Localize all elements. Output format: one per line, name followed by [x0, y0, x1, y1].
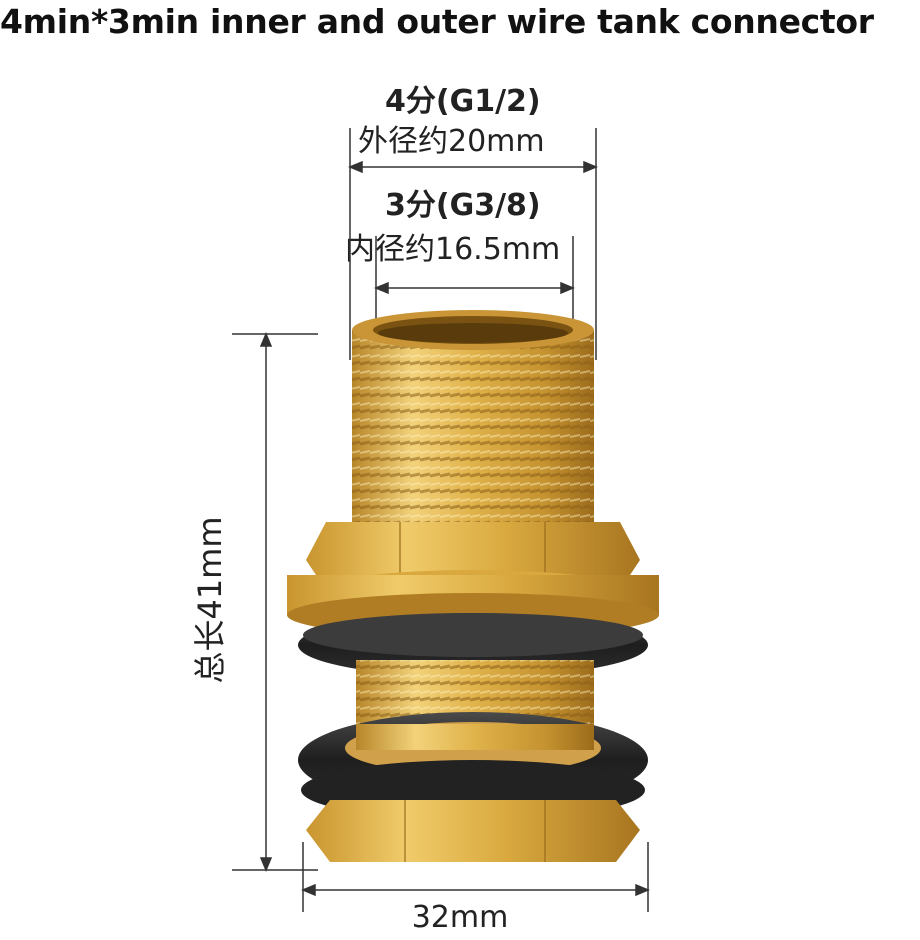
- length-dimension: [232, 332, 318, 872]
- lower-hex-nut: [306, 800, 640, 862]
- inner-diameter-label: 内径约16.5mm: [345, 232, 561, 267]
- upper-thread: [352, 310, 594, 540]
- width-label: 32mm: [411, 900, 509, 935]
- inner-thread-size: 3分(G3/8): [385, 188, 541, 223]
- width-dimension: [301, 842, 650, 912]
- outer-thread-size: 4分(G1/2): [385, 84, 541, 119]
- outer-diameter-label: 外径约20mm: [358, 124, 545, 159]
- inner-diameter-dimension: [374, 236, 575, 330]
- outer-diameter-dimension: [348, 128, 598, 360]
- product-title: 4min*3min inner and outer wire tank conn…: [0, 2, 874, 41]
- total-length-label: 总长41mm: [191, 516, 229, 684]
